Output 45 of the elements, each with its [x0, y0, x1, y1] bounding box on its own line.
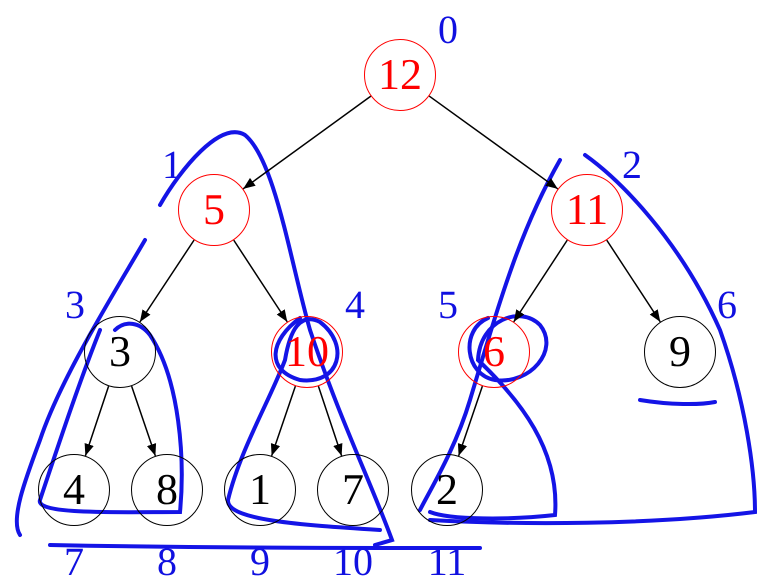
node-index-label: 3 [65, 285, 85, 325]
node-index-label: 11 [428, 542, 466, 582]
tree-node-circle [178, 174, 250, 246]
node-value: 11 [566, 188, 608, 232]
node-index-label: 10 [333, 542, 373, 582]
node-index-label: 4 [345, 285, 365, 325]
node-value: 5 [203, 188, 225, 232]
node-index-label: 9 [250, 542, 270, 582]
tree-node-circle [644, 316, 716, 388]
tree-node-circle [84, 316, 156, 388]
node-index-label: 2 [622, 145, 642, 185]
arrow [139, 240, 195, 322]
tree-node-circle [458, 316, 530, 388]
arrow [428, 95, 558, 190]
tree-node-circle [551, 174, 623, 246]
arrow [130, 386, 156, 456]
node-value: 4 [63, 468, 85, 512]
arrow [458, 386, 484, 456]
node-value: 1 [249, 468, 271, 512]
tree-node-circle [38, 454, 110, 526]
node-index-label: 5 [438, 285, 458, 325]
node-index-label: 0 [438, 10, 458, 50]
tree-node-circle [411, 454, 483, 526]
node-value: 6 [483, 330, 505, 374]
node-value: 12 [378, 53, 422, 97]
node-index-label: 1 [162, 145, 182, 185]
node-value: 2 [436, 468, 458, 512]
arrow [513, 240, 568, 322]
arrow [233, 240, 288, 322]
tree-node-circle [224, 454, 296, 526]
tree-node-circle [131, 454, 203, 526]
node-index-label: 6 [717, 285, 737, 325]
arrow [242, 96, 372, 190]
node-value: 3 [109, 330, 131, 374]
arrow [606, 240, 661, 322]
arrow [270, 386, 296, 456]
node-index-label: 8 [157, 542, 177, 582]
node-value: 9 [669, 330, 691, 374]
arrow [84, 386, 110, 456]
tree-node-circle [317, 454, 389, 526]
arrow [318, 386, 342, 456]
node-value: 7 [342, 468, 364, 512]
node-index-label: 7 [64, 542, 84, 582]
node-value: 8 [156, 468, 178, 512]
tree-node-circle [364, 39, 436, 111]
